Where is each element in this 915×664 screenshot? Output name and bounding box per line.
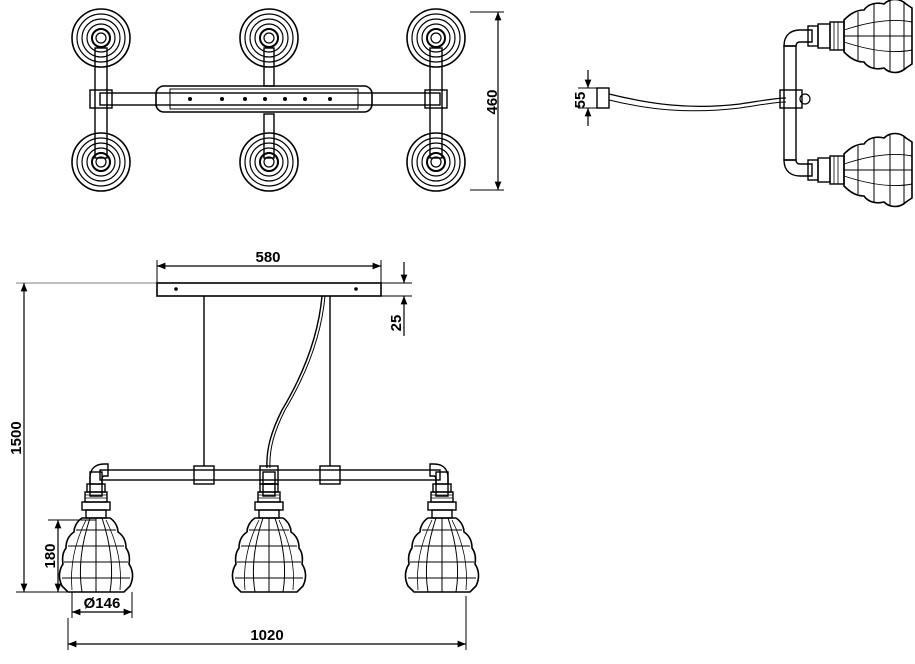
dim-total-height: 1500	[8, 421, 25, 454]
side-view: 55	[572, 0, 913, 208]
dim-total-width: 1020	[250, 627, 283, 644]
dim-shade-height: 180	[42, 543, 59, 568]
front-view: 580 25 1500 180 Ø146 1020	[8, 249, 480, 650]
top-view: 460	[71, 8, 504, 192]
dim-side-canopy: 55	[572, 92, 589, 109]
dim-shade-diameter: Ø146	[84, 595, 121, 612]
dim-top-height: 460	[484, 89, 501, 114]
dim-canopy-thickness: 25	[388, 315, 405, 332]
dim-canopy-width: 580	[255, 249, 280, 266]
